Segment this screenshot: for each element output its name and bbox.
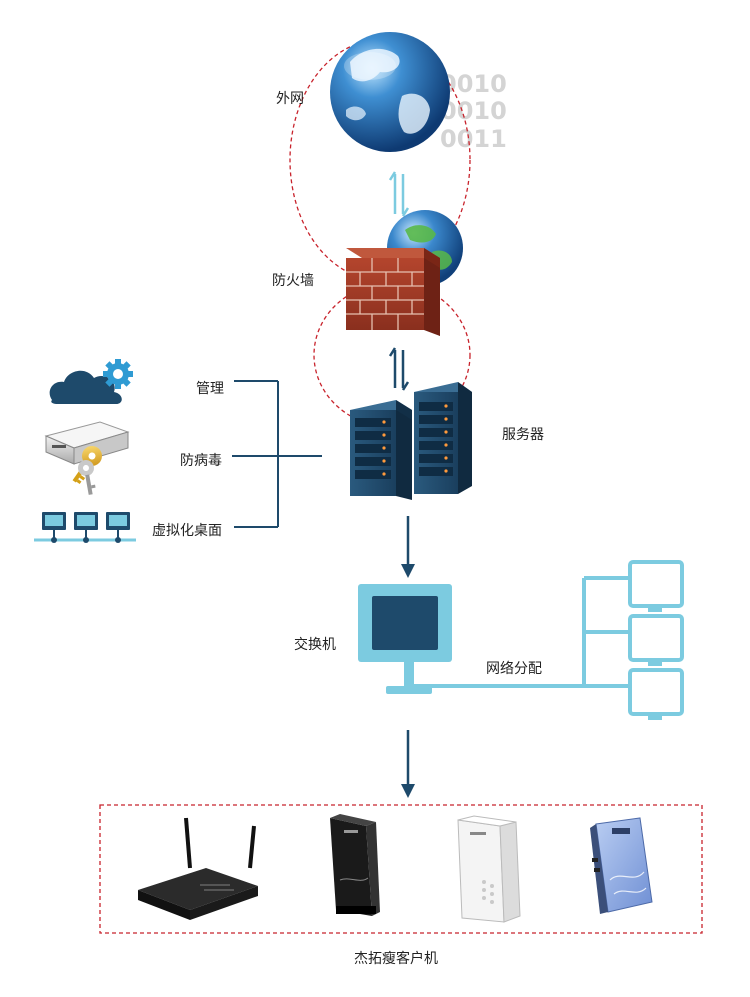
drive-keys-icon: [44, 421, 130, 495]
thin-client-blue-icon: [590, 817, 653, 914]
binary-line-3: 0011: [440, 125, 507, 153]
clients-box: [99, 804, 703, 934]
server-icon: [350, 382, 472, 500]
label-antivirus: 防病毒: [180, 453, 222, 469]
label-management: 管理: [196, 381, 224, 397]
distribution-lines: [412, 576, 628, 688]
service-bracket: [232, 380, 322, 528]
label-thin-clients: 杰拓瘦客户机: [354, 951, 438, 967]
client-monitor-icon-3: [628, 668, 684, 720]
client-monitor-icon-2: [628, 614, 684, 666]
thin-client-router-icon: [138, 817, 258, 920]
label-firewall: 防火墙: [272, 273, 314, 289]
label-internet: 外网: [276, 91, 304, 107]
label-switch: 交换机: [294, 637, 336, 653]
label-distribution: 网络分配: [486, 661, 542, 677]
binary-text: 0010 0010 0011: [440, 70, 507, 153]
label-server: 服务器: [502, 427, 544, 443]
globe-icon: [330, 32, 450, 152]
firewall-icon: [346, 248, 440, 336]
down-arrow-icon: [401, 516, 415, 578]
switch-icon: [358, 584, 452, 694]
cloud-settings-icon: [49, 359, 133, 404]
loop-internet-firewall: [289, 39, 471, 281]
binary-line-2: 0010: [440, 97, 507, 125]
client-monitor-icon-1: [628, 560, 684, 612]
bidirectional-arrow-icon: [388, 171, 410, 217]
label-virtual-desktop: 虚拟化桌面: [152, 523, 222, 539]
down-arrow-icon-2: [401, 730, 415, 798]
thin-client-black-icon: [330, 814, 380, 916]
thin-client-white-icon: [457, 815, 521, 923]
bidirectional-arrow-icon-2: [388, 347, 410, 391]
binary-line-1: 0010: [440, 70, 507, 98]
network-desktops-icon: [34, 512, 136, 543]
